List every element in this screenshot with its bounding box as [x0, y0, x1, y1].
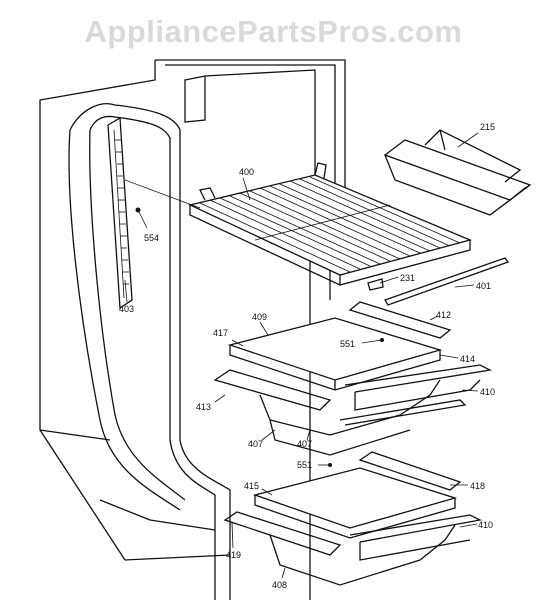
label-410-upper: 410 [480, 387, 495, 397]
label-551-upper: 551 [340, 339, 355, 349]
label-401: 401 [476, 281, 491, 291]
label-407-left: 407 [248, 439, 263, 449]
shelf-ladder-403 [107, 116, 133, 310]
bin-215 [383, 129, 532, 216]
slide-rail-418 [358, 451, 462, 491]
wire-shelf-400 [188, 162, 473, 287]
label-407-right: 407 [297, 439, 312, 449]
label-400: 400 [239, 167, 254, 177]
label-417: 417 [213, 328, 228, 338]
label-408: 408 [272, 580, 287, 590]
glass-shelf-415 [252, 467, 458, 539]
crisper-pan-upper [213, 364, 493, 456]
leader-lines [124, 132, 479, 579]
label-409: 409 [252, 312, 267, 322]
label-231: 231 [400, 273, 415, 283]
label-551-lower: 551 [297, 460, 312, 470]
watermark: AppliancePartsPros.com [84, 14, 463, 49]
label-215: 215 [480, 122, 495, 132]
label-413: 413 [196, 402, 211, 412]
label-414: 414 [460, 354, 475, 364]
label-415: 415 [244, 481, 259, 491]
label-403: 403 [119, 304, 134, 314]
label-418: 418 [470, 481, 485, 491]
crisper-pan-lower [223, 511, 483, 586]
glass-shelf-409 [227, 317, 443, 391]
label-554: 554 [144, 233, 159, 243]
label-410-lower: 410 [478, 520, 493, 530]
cabinet-liner [39, 59, 346, 600]
slide-rail-412 [348, 301, 452, 339]
label-412: 412 [436, 310, 451, 320]
shelf-trim-401 [367, 257, 510, 306]
part-labels: 215 400 554 403 231 401 409 417 412 551 … [119, 122, 495, 590]
label-419: 419 [226, 550, 241, 560]
